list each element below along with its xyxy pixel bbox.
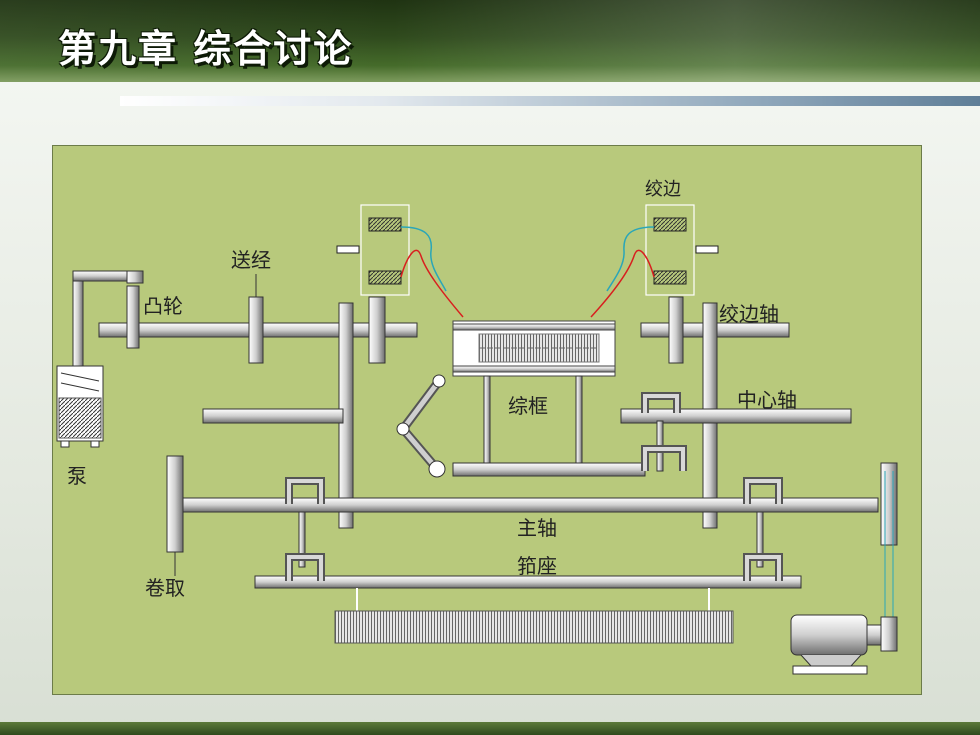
motor-body [790, 614, 868, 656]
leno-unit-left [336, 204, 464, 318]
pump-rod [72, 280, 84, 377]
label-leno-shaft: 绞边轴 [719, 302, 779, 326]
leno-shaft-gear [668, 296, 684, 364]
pump-foot-left [60, 440, 70, 448]
loom-transmission-diagram: 泵 凸轮 送经 绞边 绞边轴 综框 中心轴 主轴 筘座 卷取 [52, 145, 922, 695]
linkage-pivot-middle [396, 422, 410, 436]
label-heald-frame: 综框 [508, 394, 548, 418]
linkage-pivot-top [432, 374, 446, 388]
center-shaft [620, 408, 852, 424]
leno-coil-right-bottom [653, 270, 687, 285]
leno-thread-right-red [590, 249, 655, 318]
center-crank-upper-hl [643, 394, 679, 413]
title-divider [120, 96, 980, 106]
heald-drive-bar [452, 462, 646, 477]
leno-stop-left [336, 245, 360, 254]
label-center-shaft: 中心轴 [737, 388, 797, 412]
motor-base [792, 665, 868, 675]
motor-shaft [866, 624, 882, 646]
motor-pulley [880, 616, 898, 652]
center-crank-lower-hl [643, 447, 685, 471]
motor [790, 614, 898, 675]
title-bar [0, 0, 980, 82]
heald-top-bar [452, 323, 616, 331]
title-bar-highlight [0, 0, 980, 82]
leno-stop-right [695, 245, 719, 254]
heald-rod-right [575, 375, 583, 465]
sley-rod-left [298, 511, 306, 568]
sley-rod-right [756, 511, 764, 568]
footer-bar [0, 722, 980, 735]
heald-rod-left [483, 375, 491, 465]
reed-seat-bar [254, 575, 802, 589]
sley-crank-right-hl [745, 555, 781, 581]
leno-thread-left-blue [400, 226, 447, 292]
middle-shaft [202, 408, 344, 424]
sley-crank-left-hl [287, 555, 323, 581]
leno-frame-right [645, 204, 695, 296]
upper-gear-right [368, 296, 386, 364]
label-pump: 泵 [67, 464, 87, 488]
linkage [396, 374, 446, 478]
leno-unit-right [590, 204, 719, 318]
slide-title: 第九章 综合讨论 [58, 26, 354, 71]
main-crank-right-hl [745, 479, 781, 504]
pump-foot-right [90, 440, 100, 448]
leno-coil-left-top [368, 217, 402, 232]
pump [56, 270, 144, 448]
leno-thread-right-blue [606, 226, 655, 292]
heald-bottom-bar [452, 365, 616, 373]
pump-fluid [58, 397, 102, 439]
diagram-canvas: 泵 凸轮 送经 绞边 绞边轴 综框 中心轴 主轴 筘座 卷取 [56, 179, 898, 675]
motor-stand [800, 654, 862, 667]
leno-thread-left-red [400, 249, 464, 318]
pump-arm-joint [126, 270, 144, 284]
linkage-pivot-bottom [428, 460, 446, 478]
take-up-wheel [166, 455, 184, 553]
main-pulley [880, 462, 898, 546]
pump-piston [60, 372, 100, 392]
reed [334, 610, 734, 644]
heald-frame [452, 320, 646, 477]
leno-frame-left [360, 204, 410, 296]
label-reed-seat: 筘座 [517, 554, 557, 578]
label-take-up: 卷取 [145, 576, 185, 600]
center-crank-lower [641, 445, 687, 471]
leno-coil-left-bottom [368, 270, 402, 285]
label-leno: 绞边 [645, 179, 681, 200]
label-cam: 凸轮 [143, 294, 183, 318]
label-let-off: 送经 [231, 248, 271, 272]
leno-coil-right-top [653, 217, 687, 232]
main-crank-left-hl [287, 479, 323, 504]
label-main-shaft: 主轴 [517, 516, 557, 540]
let-off-gear [248, 296, 264, 364]
cam-disc [126, 285, 140, 349]
